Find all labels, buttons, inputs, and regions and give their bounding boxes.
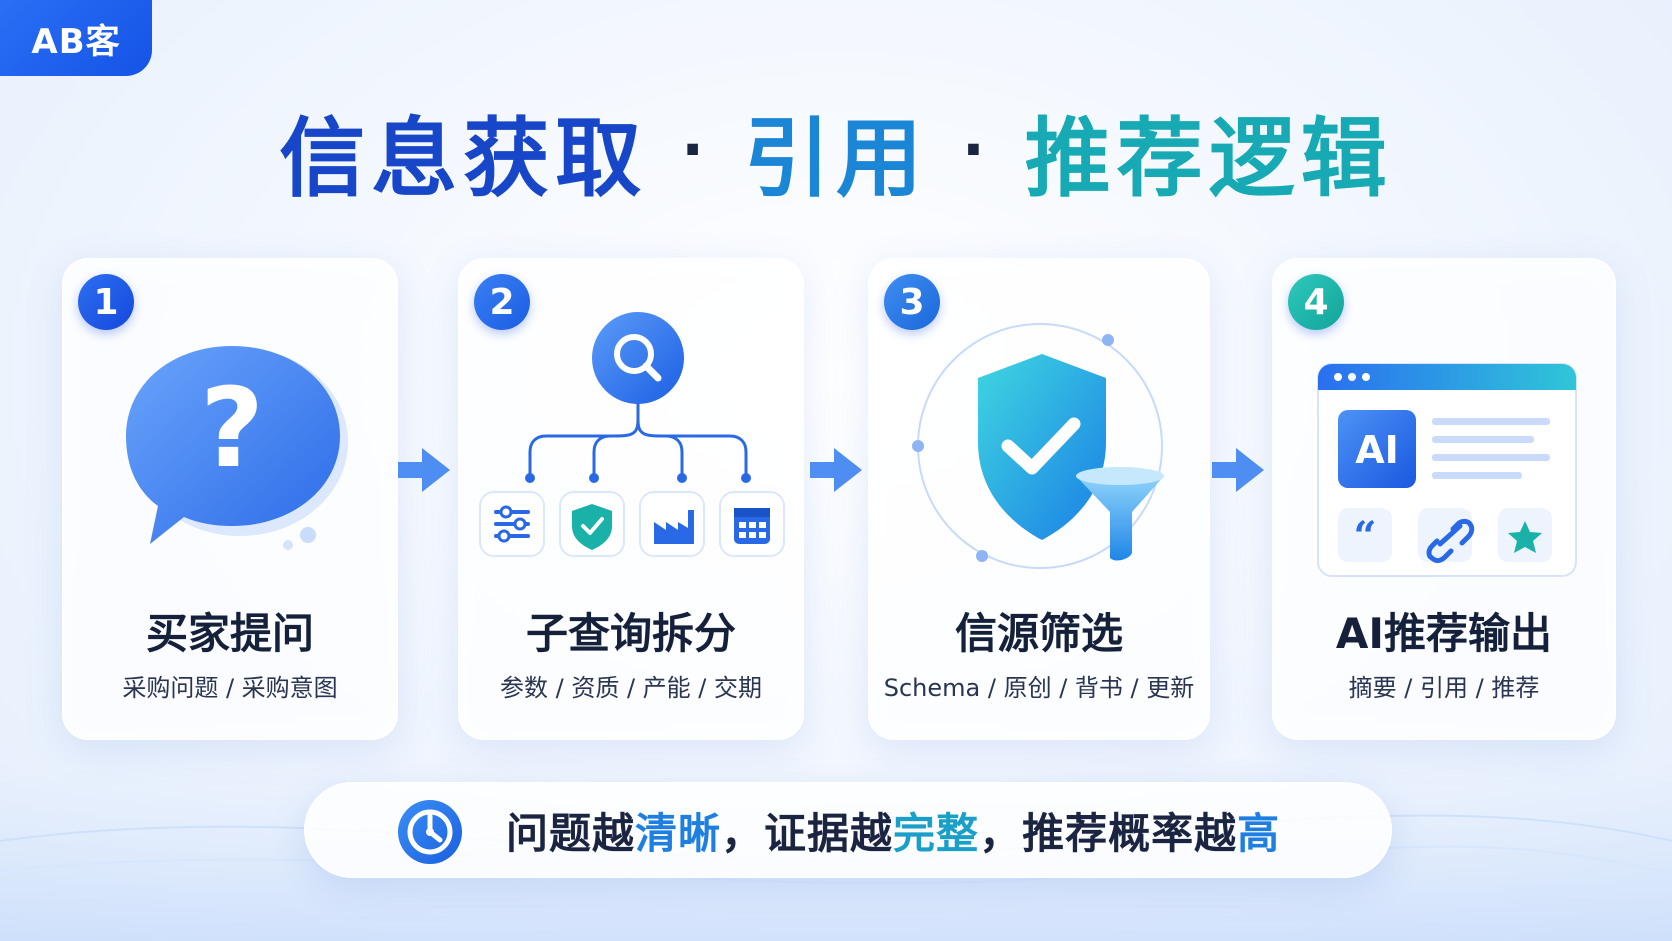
brand-logo: AB客 — [0, 0, 152, 76]
step-subtitle-4: 摘要 / 引用 / 推荐 — [1348, 674, 1540, 702]
title-part-3: 推荐逻辑 — [1024, 108, 1393, 209]
tile-factory — [639, 491, 705, 557]
arrow-right-icon — [398, 448, 450, 492]
conclusion-part-3: ，推荐概率越 — [979, 808, 1238, 858]
conclusion-highlight-2: 完整 — [893, 808, 980, 858]
step-number-4: 4 — [1288, 274, 1344, 330]
conclusion-part-1: 问题越 — [506, 808, 636, 858]
svg-text:“: “ — [1353, 513, 1376, 560]
search-tree-icon — [479, 312, 785, 557]
tile-calendar — [719, 491, 785, 557]
arrow-right-icon — [810, 448, 862, 492]
ai-badge-text: AI — [1355, 428, 1399, 472]
target-icon — [398, 800, 462, 864]
tile-params — [479, 491, 545, 557]
conclusion-highlight-1: 清晰 — [635, 808, 722, 858]
step-title-2: 子查询拆分 — [525, 609, 736, 658]
step-card-1: 1 ? 买家提问 采购问题 / 采购意图 — [62, 258, 398, 740]
ai-window-icon: AI “ — [1317, 363, 1577, 577]
title-part-1: 信息获取 — [279, 108, 648, 209]
step-subtitle-3: Schema / 原创 / 背书 / 更新 — [883, 674, 1195, 702]
conclusion-text: 问题越 清晰 ，证据越 完整 ，推荐概率越 高 — [506, 784, 1280, 876]
title-part-2: 引用 — [744, 108, 928, 209]
step-subtitle-2: 参数 / 资质 / 产能 / 交期 — [499, 674, 763, 702]
shield-filter-icon — [912, 323, 1164, 569]
svg-text:?: ? — [200, 364, 264, 492]
step-card-4: 4 AI “ AI — [1272, 258, 1616, 740]
question-bubble-icon: ? — [126, 346, 348, 550]
step-title-4: AI推荐输出 — [1335, 609, 1553, 658]
title-dot-1: · — [681, 115, 710, 185]
step-number-2: 2 — [474, 274, 530, 330]
arrow-right-icon — [1212, 448, 1264, 492]
step-title-3: 信源筛选 — [954, 609, 1123, 658]
step-number-1: 1 — [78, 274, 134, 330]
conclusion-part-2: ，证据越 — [721, 808, 894, 858]
step-card-3: 3 信源筛选 Schema / 原创 / 背书 / 更新 — [868, 258, 1210, 740]
page-title: 信息获取 · 引用 · 推荐逻辑 — [0, 100, 1672, 209]
step-subtitle-1: 采购问题 / 采购意图 — [122, 674, 338, 702]
conclusion-highlight-3: 高 — [1237, 808, 1281, 858]
step-number-3: 3 — [884, 274, 940, 330]
conclusion-bar: 问题越 清晰 ，证据越 完整 ，推荐概率越 高 — [304, 782, 1392, 878]
step-card-2: 2 — [458, 258, 804, 740]
title-dot-2: · — [962, 115, 991, 185]
step-title-1: 买家提问 — [145, 609, 314, 658]
tile-qualification — [559, 491, 625, 557]
